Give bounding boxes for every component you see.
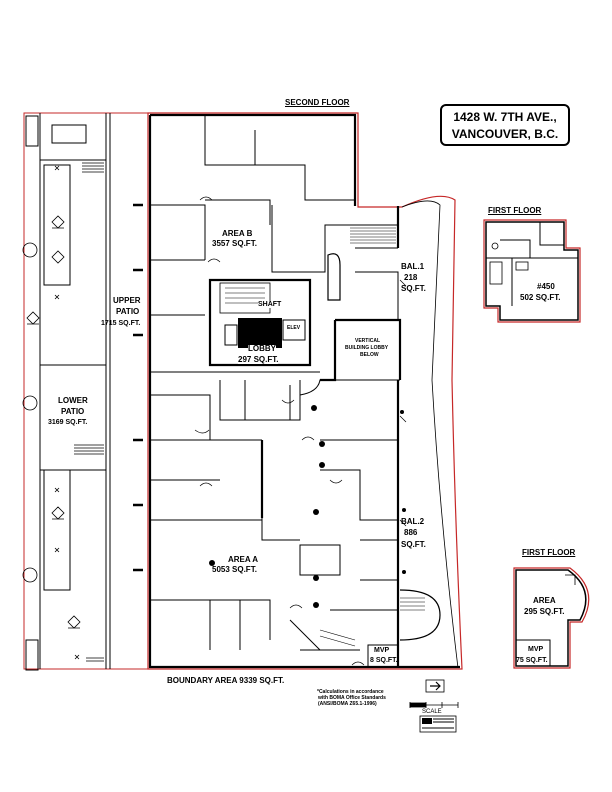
vertical-lobby-line-3: BELOW [360, 352, 379, 358]
area-b-name: AREA B [222, 229, 253, 238]
mvp-second-name: MVP [374, 647, 390, 654]
suite-450-name: #450 [537, 282, 555, 291]
shaft-label: SHAFT [258, 301, 282, 309]
north-arrow-icon [425, 679, 445, 693]
boma-note-line-2: with BOMA Office Standards [318, 695, 386, 701]
boma-note-line-3: (ANSI/BOMA Z65.1-1996) [318, 701, 377, 707]
patio-strip [23, 112, 149, 671]
logo [419, 715, 457, 733]
scale-bar [409, 702, 459, 708]
walls [148, 113, 460, 669]
upper-patio-name-2: PATIO [116, 307, 140, 316]
first-floor-bottom-plan [513, 567, 590, 669]
vertical-lobby-line-1: VERTICAL [355, 338, 380, 344]
mvp-second-size: 8 SQ.FT. [370, 657, 398, 664]
area-a-name: AREA A [228, 555, 259, 564]
upper-patio-name-1: UPPER [113, 296, 141, 305]
second-floor-heading: SECOND FLOOR [285, 98, 350, 107]
first-floor-heading-bottom: FIRST FLOOR [522, 548, 576, 557]
column-dots [209, 405, 406, 608]
address-line-2: VANCOUVER, B.C. [451, 127, 559, 141]
first-floor-heading-top: FIRST FLOOR [488, 206, 542, 215]
bal2-size-1: 886 [404, 528, 418, 537]
scale-label: SCALE [422, 709, 442, 715]
vertical-lobby-line-2: BUILDING LOBBY [345, 345, 389, 351]
lobby-name: LOBBY [248, 344, 276, 354]
first-floor-top-plan [483, 219, 581, 323]
bal1-size-2: SQ.FT. [401, 284, 426, 293]
area-a-size: 5053 SQ.FT. [212, 565, 257, 574]
area-b-size: 3557 SQ.FT. [212, 239, 257, 248]
patio-posts [133, 203, 143, 572]
elev-label: ELEV [287, 325, 301, 331]
lower-patio-name-2: PATIO [61, 407, 85, 416]
boundary-area: BOUNDARY AREA 9339 SQ.FT. [167, 676, 285, 685]
door-swings [194, 196, 407, 666]
address-box: 1428 W. 7TH AVE., VANCOUVER, B.C. [440, 104, 570, 146]
plant-icons [22, 165, 81, 660]
interior-walls [150, 115, 400, 668]
boma-note-line-1: *Calculations in accordance [317, 689, 384, 695]
patio-stairs [74, 162, 104, 662]
bal1-name: BAL.1 [401, 262, 425, 271]
suite-450-size: 502 SQ.FT. [520, 293, 561, 302]
building-outline [147, 112, 463, 670]
lower-patio-name-1: LOWER [58, 396, 88, 405]
core-block [219, 282, 306, 348]
upper-patio-size: 1715 SQ.FT. [101, 320, 141, 327]
area-first-name: AREA [533, 596, 556, 605]
bal2-size-2: SQ.FT. [401, 540, 426, 549]
lobby-size: 297 SQ.FT. [238, 355, 279, 365]
mvp-first-size: 75 SQ.FT. [516, 657, 548, 664]
bal1-size-1: 218 [404, 273, 418, 282]
lower-patio-size: 3169 SQ.FT. [48, 419, 88, 426]
stair-lines [319, 227, 425, 647]
curves [327, 253, 441, 641]
right-boundary [401, 200, 459, 669]
address-line-1: 1428 W. 7TH AVE., [453, 110, 557, 124]
mvp-first-name: MVP [528, 646, 544, 653]
area-first-size: 295 SQ.FT. [524, 607, 565, 616]
bal2-name: BAL.2 [401, 517, 425, 526]
